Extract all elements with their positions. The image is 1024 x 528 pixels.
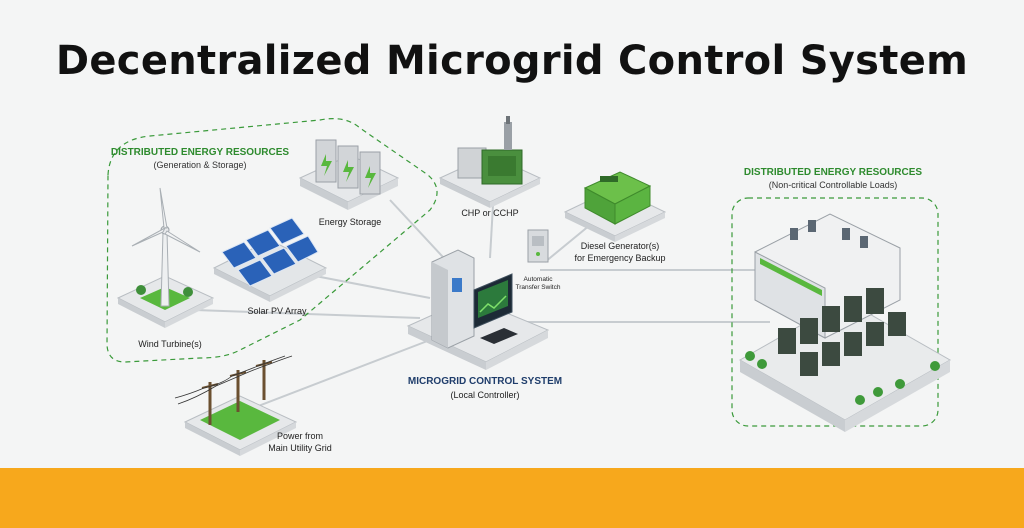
solar-panel-icon <box>212 217 328 302</box>
right-group-heading: DISTRIBUTED ENERGY RESOURCES <box>743 167 923 178</box>
left-group-outline <box>106 118 438 363</box>
grid-label-line2: Main Utility Grid <box>268 443 332 453</box>
grid-label-line1: Power from <box>276 431 323 441</box>
diesel-label-line2: for Emergency Backup <box>574 253 666 263</box>
page-title: Decentralized Microgrid Control System <box>55 38 969 84</box>
wind-turbine-icon <box>116 187 215 328</box>
energy-storage-icon <box>298 139 400 210</box>
left-group-heading: DISTRIBUTED ENERGY RESOURCES <box>110 147 290 158</box>
chp-label: CHP or CCHP <box>461 208 519 218</box>
diagram-canvas <box>106 116 952 456</box>
energy-storage-label: Energy Storage <box>318 217 382 227</box>
building-icon <box>738 213 952 432</box>
ats-label-line2: Transfer Switch <box>515 284 561 291</box>
ats-label-line1: Automatic <box>523 276 553 283</box>
controller-subheading: (Local Controller) <box>450 390 520 400</box>
transfer-switch-icon <box>527 229 549 263</box>
controller-icon <box>406 249 550 370</box>
diesel-generator-icon <box>563 171 667 242</box>
right-group-subheading: (Non-critical Controllable Loads) <box>768 180 898 190</box>
left-group-subheading: (Generation & Storage) <box>153 160 247 170</box>
wind-label: Wind Turbine(s) <box>138 339 202 349</box>
controller-heading: MICROGRID CONTROL SYSTEM <box>407 376 563 387</box>
diesel-label-line1: Diesel Generator(s) <box>580 241 660 251</box>
footer-bar <box>0 468 1024 528</box>
chp-icon <box>438 116 542 208</box>
utility-grid-icon <box>174 355 298 456</box>
solar-label: Solar PV Array <box>247 306 307 316</box>
